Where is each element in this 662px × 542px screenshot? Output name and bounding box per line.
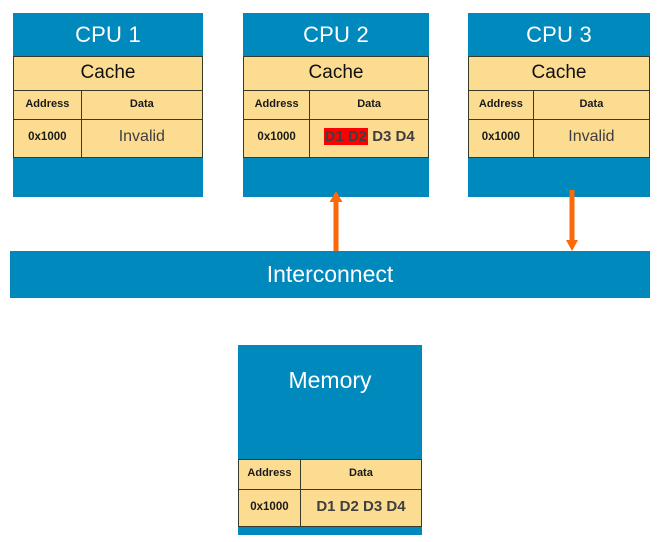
memory-table: Address Data 0x1000 D1 D2 D3 D4 — [238, 459, 422, 527]
memory-node[interactable]: Memory Address Data 0x1000 D1 D2 D3 D4 — [238, 345, 422, 535]
cache-block: Cache Address Data 0x1000 Invalid — [13, 56, 203, 159]
arrow-down-icon — [566, 190, 578, 251]
cpu-node-3[interactable]: CPU 3 Cache Address Data 0x1000 Invalid — [468, 13, 650, 197]
memory-entry-row: 0x1000 D1 D2 D3 D4 — [239, 489, 421, 526]
cpu-node-2[interactable]: CPU 2 Cache Address Data 0x1000 D1 D2 D3… — [243, 13, 429, 197]
column-header-data: Data — [579, 97, 604, 110]
memory-title: Memory — [288, 367, 372, 393]
column-header-address: Address — [14, 90, 82, 120]
remaining-bytes: D3 D4 — [368, 128, 415, 146]
cache-entry-row: 0x1000 D1 D2 D3 D4 — [244, 120, 428, 157]
cache-data-value: D1 D2 D3 D4 — [310, 120, 428, 156]
arrow-up-icon — [329, 191, 343, 251]
cache-label: Cache — [244, 57, 428, 91]
cache-label: Cache — [14, 57, 202, 91]
column-header-address: Address — [469, 90, 534, 120]
memory-address-value: 0x1000 — [239, 489, 301, 526]
cache-header-row: Address Data — [244, 90, 428, 121]
cpu-title: CPU 3 — [526, 22, 592, 47]
cache-address-value: 0x1000 — [14, 120, 82, 158]
column-header-address: Address — [239, 460, 301, 489]
cache-block: Cache Address Data 0x1000 D1 D2 D3 D4 — [243, 56, 429, 158]
column-header-address: Address — [244, 90, 311, 120]
column-header-data: Data — [129, 97, 154, 110]
column-header-data: Data — [349, 467, 373, 480]
cache-address-value: 0x1000 — [469, 120, 534, 158]
cache-data-value: Invalid — [118, 128, 165, 146]
memory-header-row: Address Data — [239, 460, 421, 490]
cache-address-value: 0x1000 — [244, 120, 311, 157]
cache-header-row: Address Data — [469, 90, 649, 121]
interconnect-bar[interactable]: Interconnect — [10, 251, 650, 298]
cache-data-value: Invalid — [568, 128, 615, 146]
cache-entry-row: 0x1000 Invalid — [14, 120, 202, 158]
cache-header-row: Address Data — [14, 90, 202, 121]
cache-block: Cache Address Data 0x1000 Invalid — [468, 56, 650, 159]
invalidated-bytes-highlight: D1 D2 — [323, 128, 369, 146]
cpu-node-1[interactable]: CPU 1 Cache Address Data 0x1000 Invalid — [13, 13, 203, 197]
cpu-title: CPU 2 — [303, 22, 369, 47]
connector-cpu3-interconnect — [563, 190, 581, 252]
memory-data-value: D1 D2 D3 D4 — [316, 497, 406, 515]
connector-cpu2-interconnect — [327, 190, 345, 252]
cache-label: Cache — [469, 57, 649, 91]
interconnect-label: Interconnect — [266, 261, 394, 287]
cpu-title: CPU 1 — [75, 22, 141, 47]
column-header-data: Data — [357, 97, 382, 110]
cache-entry-row: 0x1000 Invalid — [469, 120, 649, 158]
